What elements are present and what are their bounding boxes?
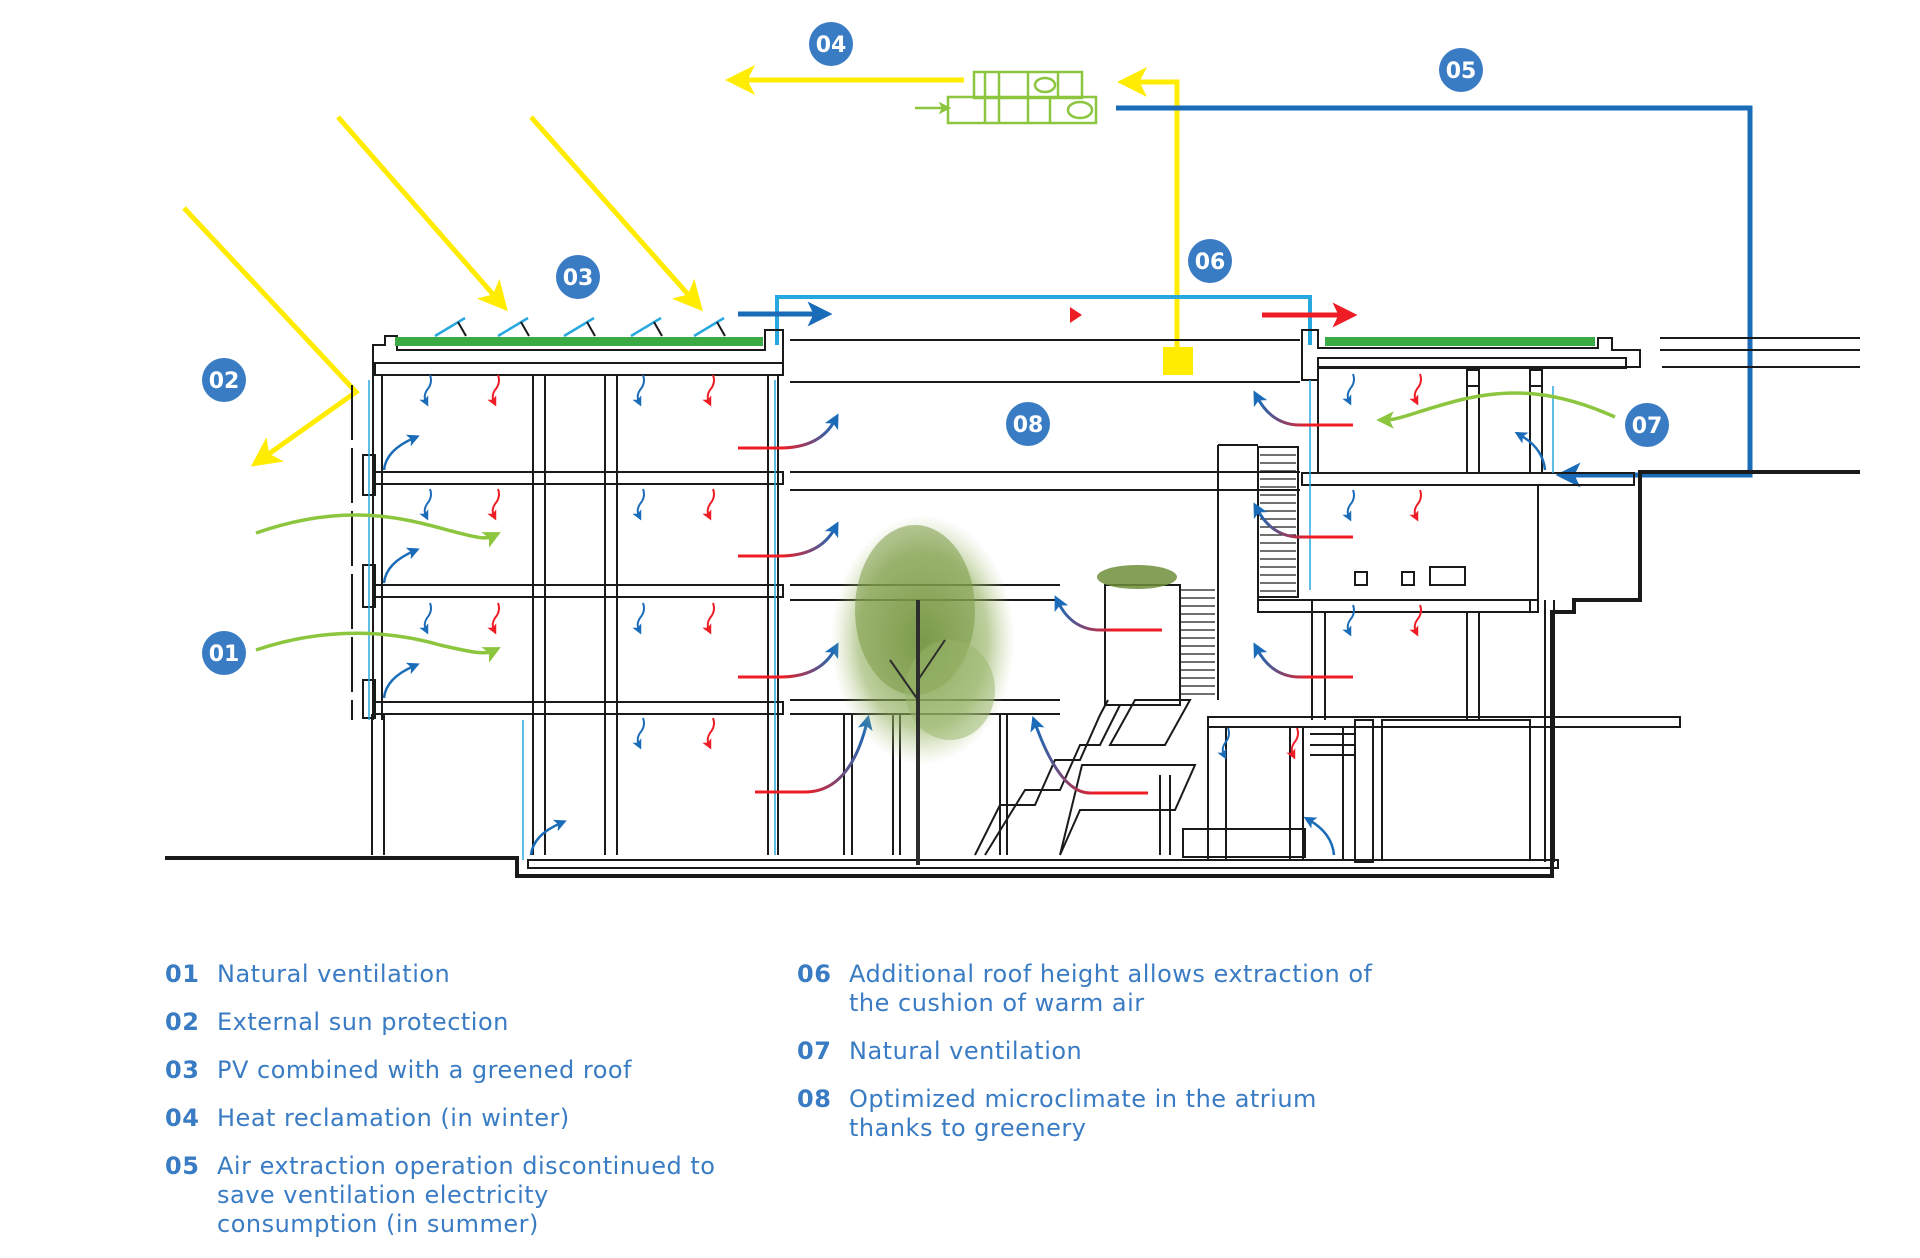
legend-number: 05 [165,1152,200,1180]
legend-number: 02 [165,1008,200,1036]
svg-text:07: 07 [1632,414,1663,439]
air-handling-unit-icon [915,70,1098,125]
legend-text: Air extraction operation discontinued to… [217,1152,716,1238]
svg-text:02: 02 [209,369,240,394]
rising-air-flows [382,431,1547,856]
tree-icon [831,515,1015,865]
heat-reclamation-path [725,65,1193,375]
legend-item-07: 07 Natural ventilation [797,1037,1437,1066]
air-extraction-path [1116,105,1753,488]
legend-number: 08 [797,1085,832,1113]
legend-item-02: 02 External sun protection [165,1008,805,1037]
planter-greenery [1097,565,1177,589]
ground-line [165,470,1860,878]
badge-06: 06 [1188,239,1232,283]
badge-08: 08 [1006,402,1050,446]
badge-05: 05 [1439,48,1483,92]
legend-item-08: 08 Optimized microclimate in the atrium … [797,1085,1437,1143]
sun-ray [336,115,508,312]
legend-text: Natural ventilation [849,1037,1083,1065]
green-roof [395,337,1595,346]
solar-panel-icon [434,316,726,338]
building-structure [351,329,1860,869]
natural-ventilation-arrows [255,391,1616,663]
glass-facades [368,380,1554,860]
legend-number: 07 [797,1037,832,1065]
badge-01: 01 [202,631,246,675]
legend-text: External sun protection [217,1008,509,1036]
ceiling-climate-panels [385,369,1630,727]
sun-rays [182,115,703,467]
warm-air-drops [487,373,1422,760]
svg-text:03: 03 [563,266,594,291]
legend-text: Natural ventilation [217,960,451,988]
legend-number: 03 [165,1056,200,1084]
building-section-diagram: 01 02 03 04 05 06 07 08 [165,22,1860,878]
legend-text: Additional roof height allows extraction… [849,960,1373,1017]
badge-04: 04 [809,22,853,66]
legend-item-06: 06 Additional roof height allows extract… [797,960,1437,1018]
cool-air-drops [419,373,1355,760]
svg-text:08: 08 [1013,413,1044,438]
legend-text: PV combined with a greened roof [217,1056,633,1084]
extraction-vent [1163,347,1193,375]
svg-text:05: 05 [1446,59,1477,84]
legend-item-05: 05 Air extraction operation discontinued… [165,1152,805,1239]
svg-text:06: 06 [1195,250,1226,275]
atrium-warm-air-flows [738,390,1353,795]
badge-07: 07 [1625,403,1669,447]
legend-item-01: 01 Natural ventilation [165,960,805,989]
legend-text: Optimized microclimate in the atrium tha… [849,1085,1317,1142]
svg-text:04: 04 [816,33,847,58]
legend-number: 06 [797,960,832,988]
legend-item-04: 04 Heat reclamation (in winter) [165,1104,805,1133]
legend-right-column: 06 Additional roof height allows extract… [797,960,1437,1162]
legend-item-03: 03 PV combined with a greened roof [165,1056,805,1085]
sun-ray [529,115,703,312]
legend-text: Heat reclamation (in winter) [217,1104,570,1132]
legend-left-column: 01 Natural ventilation 02 External sun p… [165,960,805,1258]
stair-hatching [1180,454,1296,695]
svg-text:01: 01 [209,642,240,667]
sun-ray-reflected [182,206,360,467]
badge-02: 02 [202,358,246,402]
legend-number: 04 [165,1104,200,1132]
badge-03: 03 [556,255,600,299]
roof-duct [738,295,1358,345]
legend-number: 01 [165,960,200,988]
